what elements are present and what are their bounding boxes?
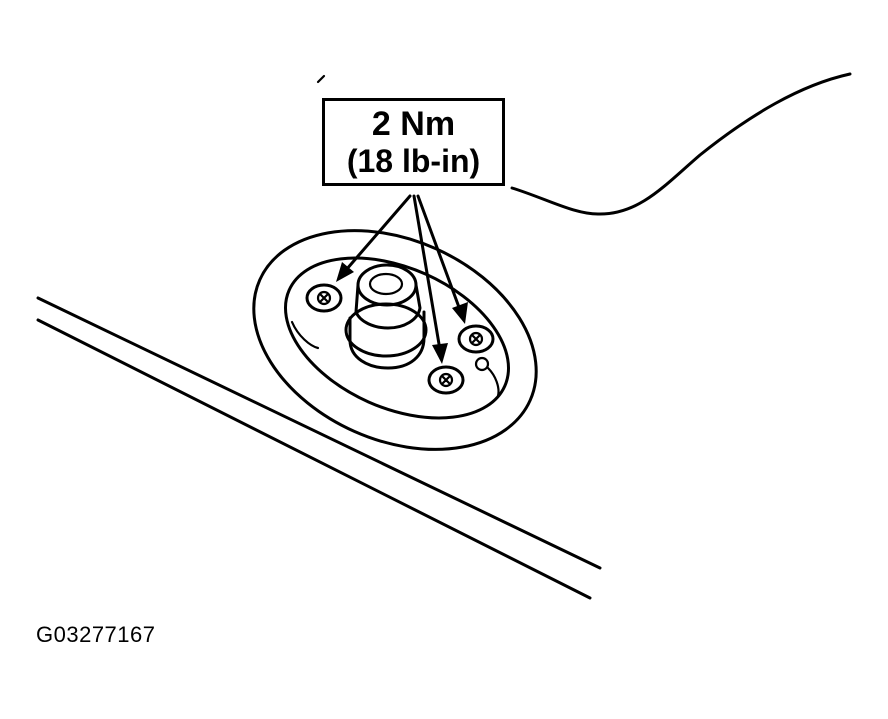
plate-slot-right — [486, 366, 500, 398]
panel-edge-lower — [36, 318, 592, 600]
torque-imperial: (18 lb-in) — [346, 143, 481, 179]
outer-flange — [252, 229, 538, 451]
torque-callout: 2 Nm (18 lb-in) — [322, 98, 505, 186]
valve-cap-top — [356, 263, 418, 307]
panel-outline — [510, 72, 852, 216]
mounting-plate — [284, 256, 510, 420]
valve-body — [348, 310, 426, 370]
panel-edge-upper — [36, 296, 602, 570]
screw-bottom — [427, 365, 465, 395]
valve-cap-side — [354, 283, 422, 330]
torque-metric: 2 Nm — [371, 105, 456, 143]
leader-arrows — [336, 194, 468, 364]
valve-cap-inner — [368, 272, 404, 296]
edge-tick — [316, 74, 326, 84]
figure-id: G03277167 — [36, 622, 156, 647]
screw-left — [305, 283, 343, 313]
screw-right — [457, 324, 495, 354]
locating-pin — [474, 356, 490, 372]
valve-base — [344, 302, 428, 358]
plate-slot-left — [290, 320, 320, 350]
